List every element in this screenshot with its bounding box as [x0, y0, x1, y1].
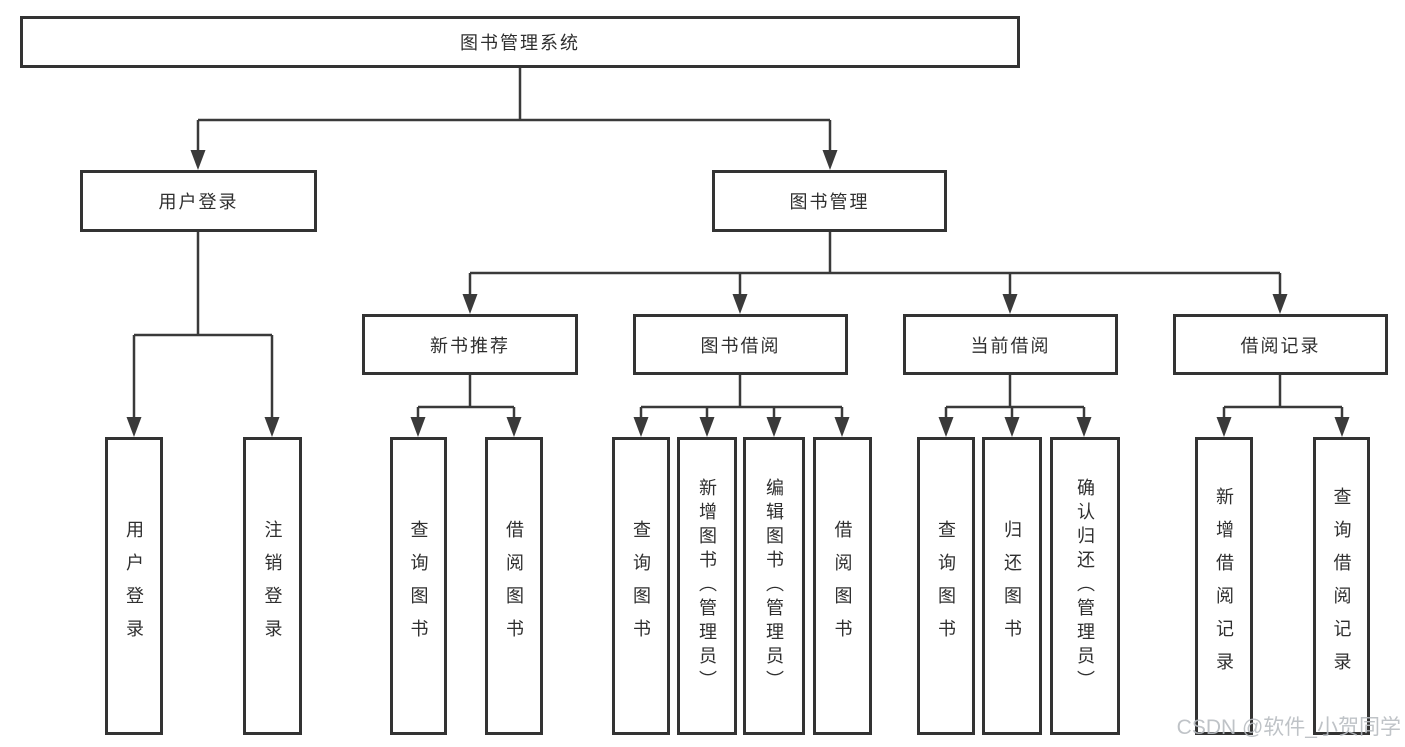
node-new-book-recommend: 新书推荐	[362, 314, 578, 375]
node-borrow-records-label: 借阅记录	[1240, 335, 1321, 356]
leaf-confirm-return-admin-label: 确认归还（管理员）	[1075, 478, 1095, 694]
node-book-borrow: 图书借阅	[633, 314, 848, 375]
node-book-borrow-label: 图书借阅	[700, 335, 781, 356]
leaf-query-borrow-record-label: 查询借阅记录	[1331, 487, 1352, 685]
leaf-add-borrow-record: 新增借阅记录	[1195, 437, 1253, 735]
leaf-current-query-books-label: 查询图书	[936, 520, 956, 652]
leaf-query-borrow-record: 查询借阅记录	[1313, 437, 1370, 735]
leaf-borrow-books: 借阅图书	[813, 437, 872, 735]
leaf-add-books-admin: 新增图书（管理员）	[677, 437, 737, 735]
leaf-recommend-query-books-label: 查询图书	[408, 520, 429, 652]
leaf-add-books-admin-label: 新增图书（管理员）	[697, 478, 717, 694]
leaf-add-borrow-record-label: 新增借阅记录	[1214, 487, 1234, 685]
leaf-recommend-borrow-books-label: 借阅图书	[504, 520, 524, 652]
leaf-borrow-books-label: 借阅图书	[832, 520, 853, 652]
leaf-edit-books-admin-label: 编辑图书（管理员）	[764, 478, 784, 694]
leaf-return-books-label: 归还图书	[1002, 520, 1022, 652]
node-current-borrow: 当前借阅	[903, 314, 1118, 375]
node-root-label: 图书管理系统	[460, 33, 580, 53]
leaf-current-query-books: 查询图书	[917, 437, 975, 735]
leaf-return-books: 归还图书	[982, 437, 1042, 735]
leaf-user-login: 用户登录	[105, 437, 163, 735]
leaf-borrow-query-books-label: 查询图书	[631, 520, 651, 652]
node-new-book-recommend-label: 新书推荐	[430, 335, 510, 356]
leaf-logout-label: 注销登录	[262, 520, 283, 652]
leaf-logout: 注销登录	[243, 437, 302, 735]
node-user-login-label: 用户登录	[158, 192, 239, 212]
node-book-management-label: 图书管理	[789, 192, 870, 212]
node-current-borrow-label: 当前借阅	[970, 335, 1051, 356]
leaf-confirm-return-admin: 确认归还（管理员）	[1050, 437, 1120, 735]
leaf-borrow-query-books: 查询图书	[612, 437, 670, 735]
leaf-user-login-label: 用户登录	[124, 520, 144, 652]
leaf-edit-books-admin: 编辑图书（管理员）	[743, 437, 805, 735]
leaf-recommend-borrow-books: 借阅图书	[485, 437, 543, 735]
node-root: 图书管理系统	[20, 16, 1020, 68]
node-user-login: 用户登录	[80, 170, 317, 232]
node-borrow-records: 借阅记录	[1173, 314, 1388, 375]
node-book-management: 图书管理	[712, 170, 947, 232]
csdn-watermark: CSDN @软件_小贺同学	[1176, 716, 1401, 739]
leaf-recommend-query-books: 查询图书	[390, 437, 447, 735]
